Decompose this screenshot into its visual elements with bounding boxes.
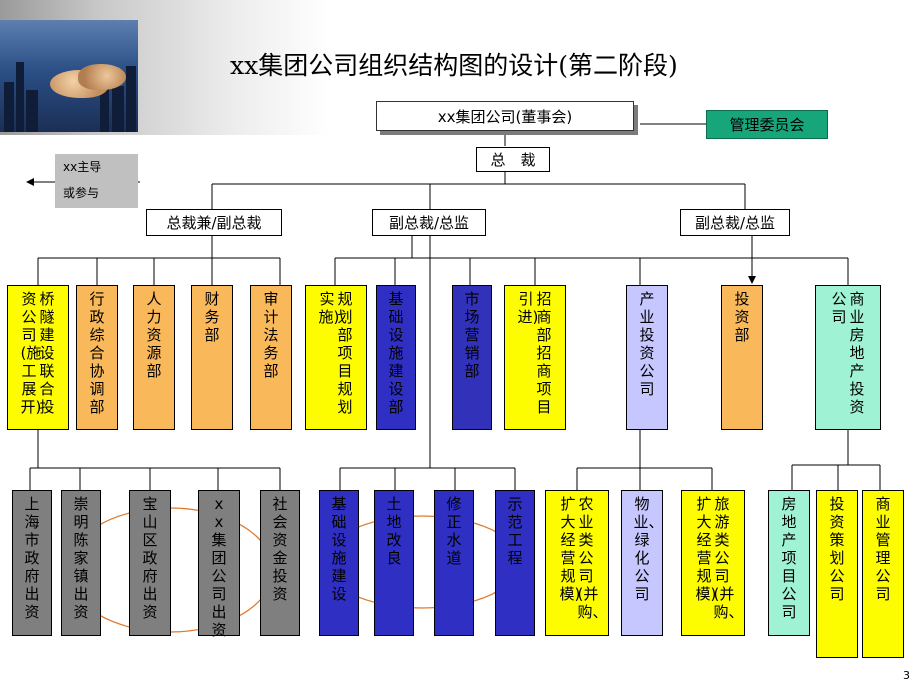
sub-land-improvement[interactable]: 土地改良: [374, 490, 414, 636]
dept-col: 桥隧建设联合投: [39, 290, 55, 416]
city-handshake-photo: [0, 20, 138, 132]
dept-col: 行政综合协调部: [89, 290, 105, 416]
sub-col: 土地改良: [386, 495, 402, 567]
dept-col: 商业房地产投资: [849, 290, 865, 416]
dept-infrastructure[interactable]: 基础设施建设部: [376, 285, 416, 430]
sub-property-greening[interactable]: 物业、绿化公司: [621, 490, 664, 636]
dept-finance[interactable]: 财务部: [191, 285, 233, 430]
note-line-2: 或参与: [63, 186, 100, 200]
dept-col: 公司: [831, 290, 847, 326]
page-number: 3: [903, 669, 910, 682]
sub-col: 扩大经营规模): [695, 495, 717, 603]
sub-baoshan-gov[interactable]: 宝山区政府出资: [129, 490, 171, 636]
dept-col: 投资部: [734, 290, 750, 344]
dept-col: 基础设施建设部: [388, 290, 404, 416]
vp-right-box[interactable]: 副总裁/总监: [680, 209, 790, 236]
board-box[interactable]: xx集团公司(董事会): [376, 101, 634, 131]
sub-tourism[interactable]: 旅游类公司(并购、 扩大经营规模): [681, 490, 745, 636]
sub-col: 旅游类公司(并购、: [713, 495, 744, 621]
sub-col: 商业管理公司: [875, 495, 891, 603]
sub-col: 投资策划公司: [829, 495, 845, 603]
dept-hr[interactable]: 人力资源部: [133, 285, 175, 430]
sub-waterway[interactable]: 修正水道: [434, 490, 474, 636]
sub-real-estate-project[interactable]: 房地产项目公司: [768, 490, 810, 636]
sub-col: 上海市政府出资: [24, 495, 40, 621]
sub-col: 崇明陈家镇出资: [73, 495, 89, 621]
sub-col: 扩大经营规模): [559, 495, 581, 603]
dept-admin[interactable]: 行政综合协调部: [76, 285, 118, 430]
dept-investment-attraction[interactable]: 招商部招商项目 引进): [504, 285, 566, 430]
sub-col: 社会资金投资: [272, 495, 288, 603]
dept-investment[interactable]: 投资部: [721, 285, 763, 430]
sub-col: 示范工程: [507, 495, 523, 567]
dept-col: 审计法务部: [263, 290, 279, 380]
sub-demonstration[interactable]: 示范工程: [495, 490, 535, 636]
sub-col: 修正水道: [446, 495, 462, 567]
dept-col: 财务部: [204, 290, 220, 344]
president-box[interactable]: 总 裁: [476, 147, 550, 172]
dept-audit-legal[interactable]: 审计法务部: [250, 285, 292, 430]
sub-col: 物业、绿化公司: [633, 495, 664, 603]
dept-marketing[interactable]: 市场营销部: [452, 285, 492, 430]
dept-planning[interactable]: 规划部项目规划 实施): [305, 285, 367, 430]
dept-industry-investment[interactable]: 产业投资公司: [626, 285, 668, 430]
dept-col: 产业投资公司: [639, 290, 655, 398]
committee-box[interactable]: 管理委员会: [706, 110, 828, 139]
sub-col: 农业类公司(并购、: [577, 495, 608, 621]
sub-social-capital[interactable]: 社会资金投资: [260, 490, 300, 636]
dept-bridge-tunnel[interactable]: 桥隧建设联合投 资公司(施工展开): [7, 285, 69, 430]
sub-shanghai-gov[interactable]: 上海市政府出资: [12, 490, 52, 636]
note-legend: xx主导 或参与: [55, 154, 138, 208]
dept-col: 资公司(施工展开): [20, 290, 42, 416]
sub-col: 基础设施建设: [331, 495, 347, 603]
sub-investment-planning[interactable]: 投资策划公司: [816, 490, 858, 658]
sub-col: 房地产项目公司: [781, 495, 797, 621]
sub-infrastructure[interactable]: 基础设施建设: [319, 490, 359, 636]
dept-col: 规划部项目规划: [337, 290, 353, 416]
dept-col: 引进): [517, 290, 539, 326]
dept-commercial-real-estate[interactable]: 商业房地产投资 公司: [815, 285, 881, 430]
note-line-1: xx主导: [63, 160, 102, 174]
dept-col: 人力资源部: [146, 290, 162, 380]
sub-chongming[interactable]: 崇明陈家镇出资: [61, 490, 101, 636]
sub-agriculture[interactable]: 农业类公司(并购、 扩大经营规模): [545, 490, 609, 636]
dept-col: 市场营销部: [464, 290, 480, 380]
vp-mid-box[interactable]: 副总裁/总监: [372, 209, 486, 236]
sub-group-funding[interactable]: xx集团公司出资: [198, 490, 240, 639]
sub-commercial-management[interactable]: 商业管理公司: [862, 490, 904, 658]
dept-col: 实施): [318, 290, 340, 326]
dept-col: 招商部招商项目: [536, 290, 552, 416]
sub-col: xx集团公司出资: [211, 495, 227, 639]
page-title: xx集团公司组织结构图的设计(第二阶段): [230, 51, 678, 80]
vp-left-box[interactable]: 总裁兼/副总裁: [146, 209, 282, 236]
sub-col: 宝山区政府出资: [142, 495, 158, 621]
